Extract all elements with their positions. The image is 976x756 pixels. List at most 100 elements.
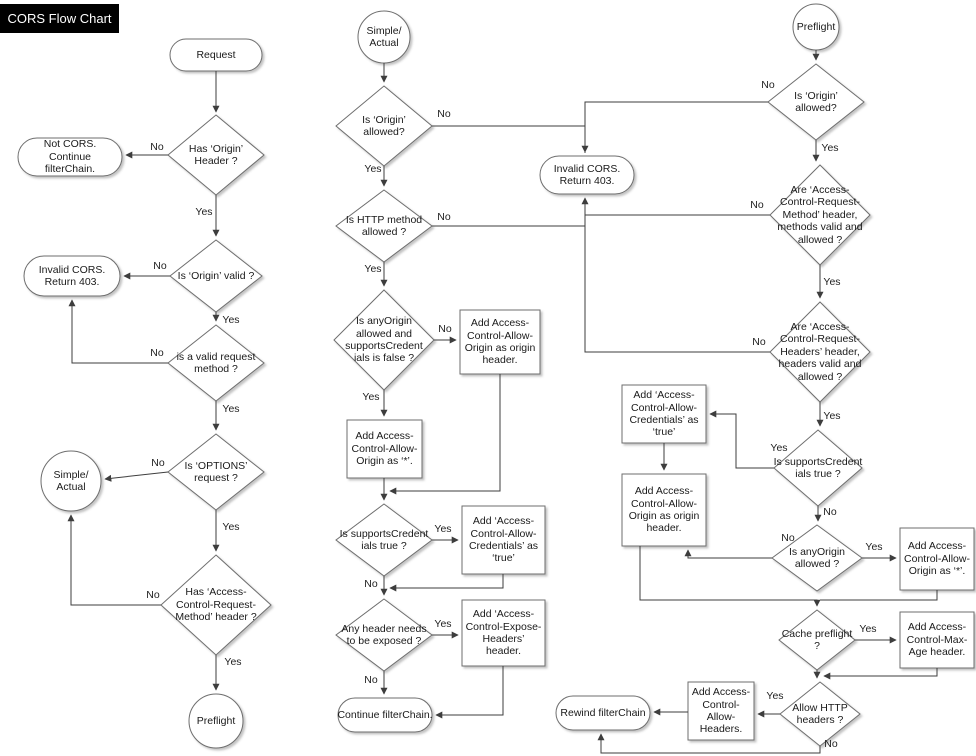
mid-add-origin-header-box xyxy=(459,309,541,375)
edge-label-yes: Yes xyxy=(364,163,382,175)
edge-label-yes: Yes xyxy=(222,403,240,415)
right-add-origin-star-box xyxy=(899,527,975,591)
edge-options-no xyxy=(104,471,169,482)
edge-label-no: No xyxy=(752,336,766,348)
edge-label-yes: Yes xyxy=(434,618,452,630)
edge-label-yes: Yes xyxy=(821,142,839,154)
right-add-credentials-label: Add ‘Access-Control-Allow-Credentials’ a… xyxy=(629,389,699,439)
edge-label-yes: Yes xyxy=(823,410,841,422)
edge-mid-originheader-out xyxy=(389,374,501,495)
anyorigin-supportscred-label: Is anyOrigin allowed and supportsCredent… xyxy=(345,315,423,365)
edge-mid-credentials-out xyxy=(389,574,504,592)
acr-headers-valid-label: Are ‘Access-Control-Request-Headers’ hea… xyxy=(778,321,862,383)
edge-right-method-no xyxy=(584,198,770,216)
not-cors-terminator xyxy=(17,137,123,177)
edge-label-yes: Yes xyxy=(766,690,784,702)
add-allow-headers-box xyxy=(687,681,755,741)
simple-actual-connector-left xyxy=(40,450,102,512)
edge-label-yes: Yes xyxy=(222,521,240,533)
edge-label-no: No xyxy=(823,506,837,518)
cache-preflight-label: Cache preflight ? xyxy=(781,627,853,652)
edge-label-no: No xyxy=(438,323,452,335)
preflight-left-label: Preflight xyxy=(196,714,236,727)
invalid-cors-terminator-left xyxy=(23,255,121,297)
mid-supportscred-label: Is supportsCredent ials true ? xyxy=(339,527,429,552)
edge-right-maxage-out xyxy=(823,668,938,680)
edge-acrm-no xyxy=(67,514,161,606)
valid-method-label: is a valid request method ? xyxy=(176,350,256,375)
edge-label-yes: Yes xyxy=(434,523,452,535)
edge-right-anyorigin-no xyxy=(684,549,772,559)
edge-label-no: No xyxy=(150,141,164,153)
edge-label-no: No xyxy=(824,738,838,750)
continue-filterchain-terminator xyxy=(337,697,433,733)
has-acrm-header-label: Has ‘Access-Control-Request-Method’ head… xyxy=(175,586,257,624)
right-add-origin-header-box xyxy=(621,473,707,547)
edge-right-origin-no xyxy=(584,101,768,153)
edge-label-yes: Yes xyxy=(859,623,877,635)
not-cors-label: Not CORS. Continue filterChain. xyxy=(43,138,97,176)
mid-add-expose-headers-box xyxy=(461,599,546,667)
origin-valid-label: Is ‘Origin’ valid ? xyxy=(177,269,255,282)
request-label: Request xyxy=(196,48,236,61)
edge-right-allowhttp-no xyxy=(597,733,821,754)
edge-mid-method-no xyxy=(432,197,589,227)
edge-label-no: No xyxy=(781,532,795,544)
add-allow-headers-label: Add Access-Control-Allow-Headers. xyxy=(691,686,751,736)
edge-label-yes: Yes xyxy=(364,263,382,275)
edge-label-yes: Yes xyxy=(195,206,213,218)
edge-label-yes: Yes xyxy=(362,391,380,403)
edge-label-no: No xyxy=(364,674,378,686)
right-add-credentials-box xyxy=(621,384,707,444)
right-add-origin-header-label: Add Access-Control-Allow-Origin as origi… xyxy=(628,485,700,535)
right-add-origin-star-label: Add Access-Control-Allow-Origin as ‘*’. xyxy=(904,540,970,578)
edge-right-supportscred-yes xyxy=(709,410,774,469)
edge-label-yes: Yes xyxy=(770,442,788,454)
invalid-cors-terminator-mid xyxy=(539,155,635,195)
edge-label-no: No xyxy=(151,457,165,469)
has-origin-header-label: Has ‘Origin’ Header ? xyxy=(188,142,244,167)
edge-label-no: No xyxy=(437,211,451,223)
preflight-right-label: Preflight xyxy=(796,20,836,33)
invalid-cors-mid-label: Invalid CORS. Return 403. xyxy=(553,162,621,187)
mid-add-expose-headers-label: Add ‘Access-Control-Expose-Headers’ head… xyxy=(465,608,542,658)
edge-right-star-out xyxy=(820,590,938,601)
preflight-connector-left xyxy=(188,693,244,749)
edge-label-no: No xyxy=(150,347,164,359)
rewind-filterchain-label: Rewind filterChain xyxy=(560,706,646,719)
edge-label-yes: Yes xyxy=(823,276,841,288)
continue-filterchain-label: Continue filterChain. xyxy=(337,708,433,721)
any-header-exposed-label: Any header needs to be exposed ? xyxy=(341,622,427,647)
edge-label-no: No xyxy=(761,79,775,91)
acr-method-valid-label: Are ‘Access-Control-Request-Method’ head… xyxy=(777,184,863,246)
mid-add-credentials-box xyxy=(461,505,546,575)
mid-add-origin-header-label: Add Access-Control-Allow-Origin as origi… xyxy=(464,317,536,367)
allow-http-headers-label: Allow HTTP headers ? xyxy=(792,701,848,726)
edge-valid-method-no xyxy=(68,299,168,364)
simple-actual-left-label: Simple/ Actual xyxy=(53,468,89,493)
edge-mid-exposeheaders-out xyxy=(435,666,504,719)
add-max-age-box xyxy=(899,611,975,669)
simple-actual-mid-label: Simple/ Actual xyxy=(366,24,402,49)
diagram-title: CORS Flow Chart xyxy=(0,4,119,33)
edge-mid-origin-no xyxy=(432,125,589,153)
edge-label-yes: Yes xyxy=(222,314,240,326)
edge-right-headers-no xyxy=(584,215,770,353)
edge-label-yes: Yes xyxy=(865,541,883,553)
edge-label-yes: Yes xyxy=(224,656,242,668)
http-method-allowed-label: Is HTTP method allowed ? xyxy=(345,213,423,238)
right-origin-allowed-label: Is ‘Origin’ allowed? xyxy=(794,89,838,114)
rewind-filterchain-terminator xyxy=(555,695,651,731)
add-max-age-label: Add Access-Control-Max-Age header. xyxy=(906,621,968,659)
edge-label-no: No xyxy=(153,260,167,272)
right-anyorigin-diamond xyxy=(771,524,863,592)
edge-label-no: No xyxy=(364,578,378,590)
edge-label-no: No xyxy=(146,589,160,601)
mid-origin-allowed-label: Is ‘Origin’ allowed? xyxy=(362,113,406,138)
mid-add-origin-star-box xyxy=(346,419,423,479)
edge-label-no: No xyxy=(750,199,764,211)
edge-label-no: No xyxy=(437,108,451,120)
right-anyorigin-label: Is anyOrigin allowed ? xyxy=(788,545,846,570)
